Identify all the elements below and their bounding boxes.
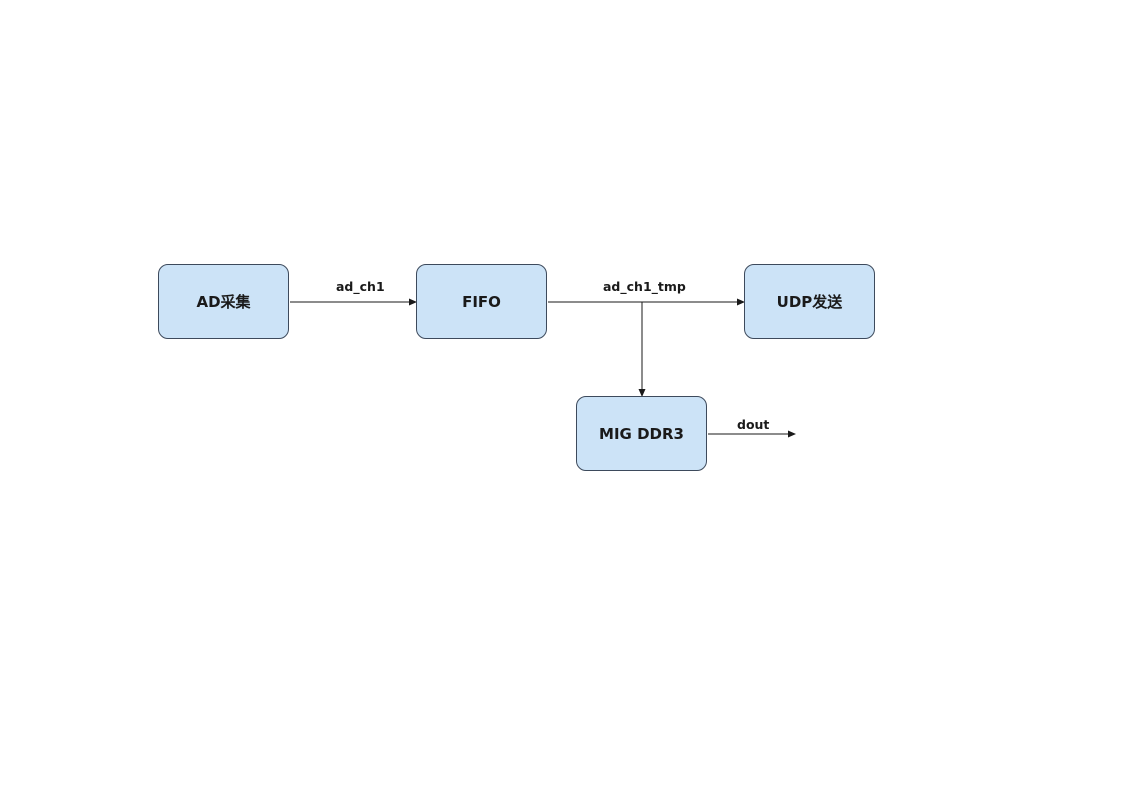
edge-label-ad-ch1: ad_ch1: [336, 279, 385, 294]
node-mig-label: MIG DDR3: [599, 424, 684, 443]
node-mig-ddr3: MIG DDR3: [576, 396, 707, 471]
node-udp-send: UDP发送: [744, 264, 875, 339]
edge-label-dout: dout: [737, 417, 770, 432]
node-ad-label: AD采集: [196, 293, 251, 311]
node-fifo: FIFO: [416, 264, 547, 339]
node-udp-label: UDP发送: [776, 293, 843, 311]
node-ad-acquisition: AD采集: [158, 264, 289, 339]
node-fifo-label: FIFO: [462, 292, 501, 311]
edge-label-ad-ch1-tmp: ad_ch1_tmp: [603, 279, 686, 294]
